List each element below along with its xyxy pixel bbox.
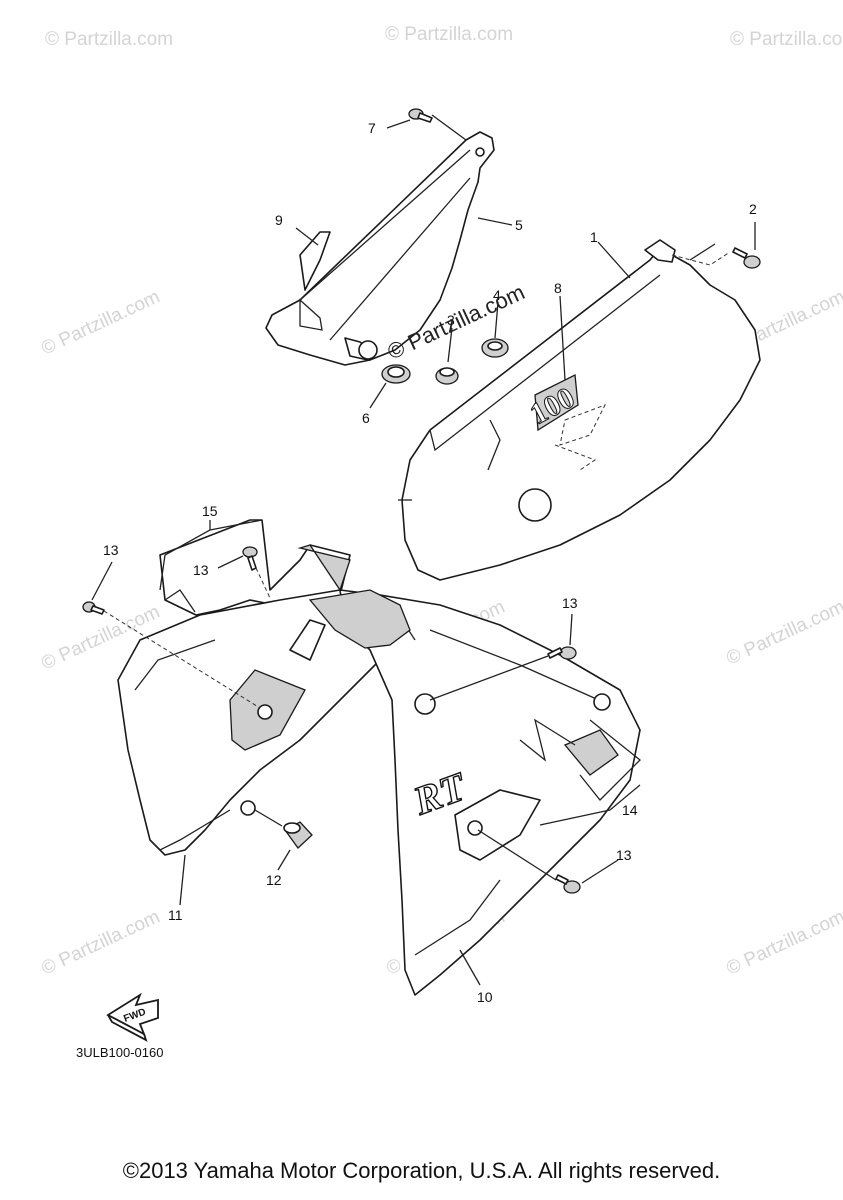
part-2-bolt[interactable] bbox=[732, 247, 761, 269]
callout-13-upper: 13 bbox=[193, 562, 209, 578]
callout-labels: 1 2 3 4 5 6 7 8 9 10 11 12 13 13 13 13 1… bbox=[103, 120, 757, 1005]
callout-13-right: 13 bbox=[562, 595, 578, 611]
part-3-grommet[interactable] bbox=[435, 367, 459, 385]
copyright-footer: ©2013 Yamaha Motor Corporation, U.S.A. A… bbox=[122, 1158, 721, 1183]
callout-6: 6 bbox=[362, 410, 370, 426]
part-7-bolt[interactable] bbox=[408, 108, 433, 123]
watermark: © Partzilla.com bbox=[38, 286, 163, 359]
watermark: © Partzilla.com bbox=[723, 596, 843, 669]
callout-4: 4 bbox=[493, 287, 501, 303]
part-13-bolt-d[interactable] bbox=[555, 874, 581, 894]
part-10-front-panel[interactable]: RT bbox=[308, 589, 641, 996]
part-12-collar[interactable] bbox=[283, 821, 313, 849]
fwd-arrow-icon: FWD bbox=[106, 992, 159, 1042]
callout-15: 15 bbox=[202, 503, 218, 519]
leader-lines bbox=[91, 114, 756, 986]
part-11-scoop[interactable] bbox=[117, 589, 411, 856]
part-14-decal[interactable] bbox=[579, 719, 641, 801]
callout-1: 1 bbox=[590, 229, 598, 245]
part-5-bracket[interactable] bbox=[265, 131, 495, 366]
part-1-side-cover[interactable]: 100 bbox=[398, 239, 761, 581]
callout-10: 10 bbox=[477, 989, 493, 1005]
callout-8: 8 bbox=[554, 280, 562, 296]
part-5-grommet-seat bbox=[358, 340, 378, 360]
callout-9: 9 bbox=[275, 212, 283, 228]
watermark: © Partzilla.com bbox=[385, 24, 513, 45]
callout-2: 2 bbox=[749, 201, 757, 217]
callout-13-left: 13 bbox=[103, 542, 119, 558]
part-13-bolt-c[interactable] bbox=[547, 646, 577, 660]
watermark: © Partzilla.com bbox=[723, 906, 843, 979]
part-13-bolt-a[interactable] bbox=[82, 601, 105, 615]
callout-3: 3 bbox=[447, 312, 455, 328]
callout-7: 7 bbox=[368, 120, 376, 136]
watermark: © Partzilla.com bbox=[45, 29, 173, 50]
part-6-grommet[interactable] bbox=[381, 364, 411, 384]
part-13-bolt-b[interactable] bbox=[242, 546, 258, 571]
part-4-grommet[interactable] bbox=[481, 338, 509, 358]
callout-14: 14 bbox=[622, 802, 638, 818]
watermark: © Partzilla.com bbox=[38, 906, 163, 979]
callout-12: 12 bbox=[266, 872, 282, 888]
watermark: © Partzilla.com bbox=[730, 29, 843, 50]
callout-13-lower: 13 bbox=[616, 847, 632, 863]
diagram-code: 3ULB100-0160 bbox=[76, 1045, 163, 1060]
callout-11: 11 bbox=[168, 907, 183, 923]
callout-5: 5 bbox=[515, 217, 523, 233]
